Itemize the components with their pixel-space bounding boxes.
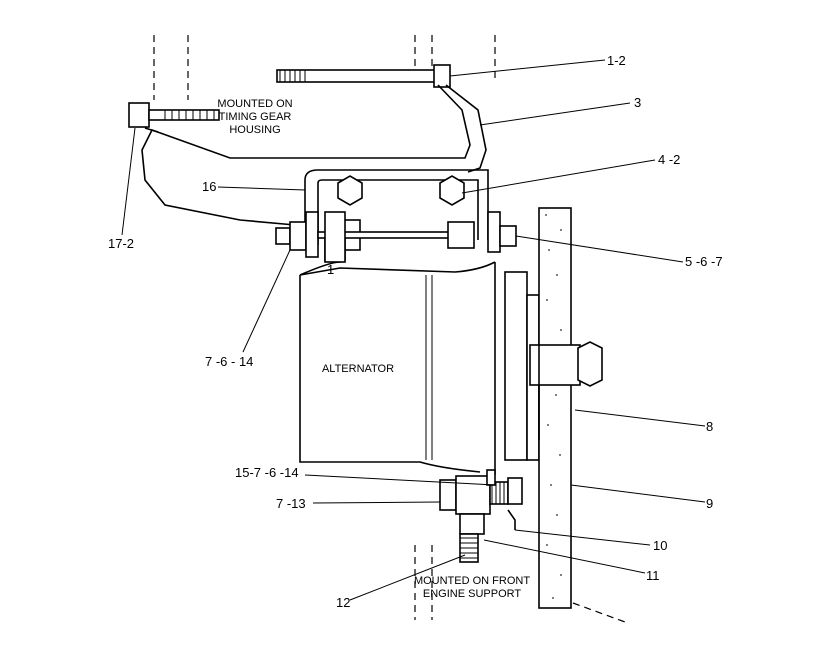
callout-7-6-14: 7 -6 - 14 (205, 354, 253, 369)
note-timing-gear: MOUNTED ON TIMING GEAR HOUSING (217, 98, 292, 136)
callout-9: 9 (706, 496, 713, 511)
callout-12: 12 (336, 595, 350, 610)
alternator-label: ALTERNATOR (322, 363, 394, 375)
left-bolt (128, 102, 220, 128)
alternator-body (299, 211, 528, 475)
callout-16: 16 (202, 179, 216, 194)
callout-4-2: 4 -2 (658, 152, 680, 167)
callout-8: 8 (706, 419, 713, 434)
svg-text:TIMING GEAR: TIMING GEAR (219, 111, 292, 123)
leader-lines (121, 59, 706, 601)
note-front-support: MOUNTED ON FRONT ENGINE SUPPORT (414, 575, 530, 600)
callout-15-7-6-14: 15-7 -6 -14 (235, 465, 299, 480)
pulley-assembly (526, 207, 603, 609)
upper-bolt (276, 64, 451, 88)
svg-text:MOUNTED ON FRONT: MOUNTED ON FRONT (414, 575, 530, 587)
svg-text:MOUNTED ON: MOUNTED ON (217, 98, 292, 110)
callout-7-13: 7 -13 (276, 496, 306, 511)
callouts: 1-2 3 4 -2 16 17-2 5 -6 -7 1 7 -6 - 14 8… (108, 53, 723, 610)
callout-3: 3 (634, 95, 641, 110)
svg-text:ENGINE SUPPORT: ENGINE SUPPORT (423, 588, 521, 600)
callout-11: 11 (646, 568, 660, 583)
upper-bracket (304, 169, 489, 245)
callout-17-2: 17-2 (108, 236, 134, 251)
svg-text:HOUSING: HOUSING (229, 124, 280, 136)
callout-1-2: 1-2 (607, 53, 626, 68)
pivot-bolt (275, 211, 517, 258)
callout-10: 10 (653, 538, 667, 553)
lower-adjuster (439, 469, 523, 563)
marker-1: 1 (327, 262, 334, 277)
mounting-strap (141, 84, 487, 226)
callout-5-6-7: 5 -6 -7 (685, 254, 723, 269)
